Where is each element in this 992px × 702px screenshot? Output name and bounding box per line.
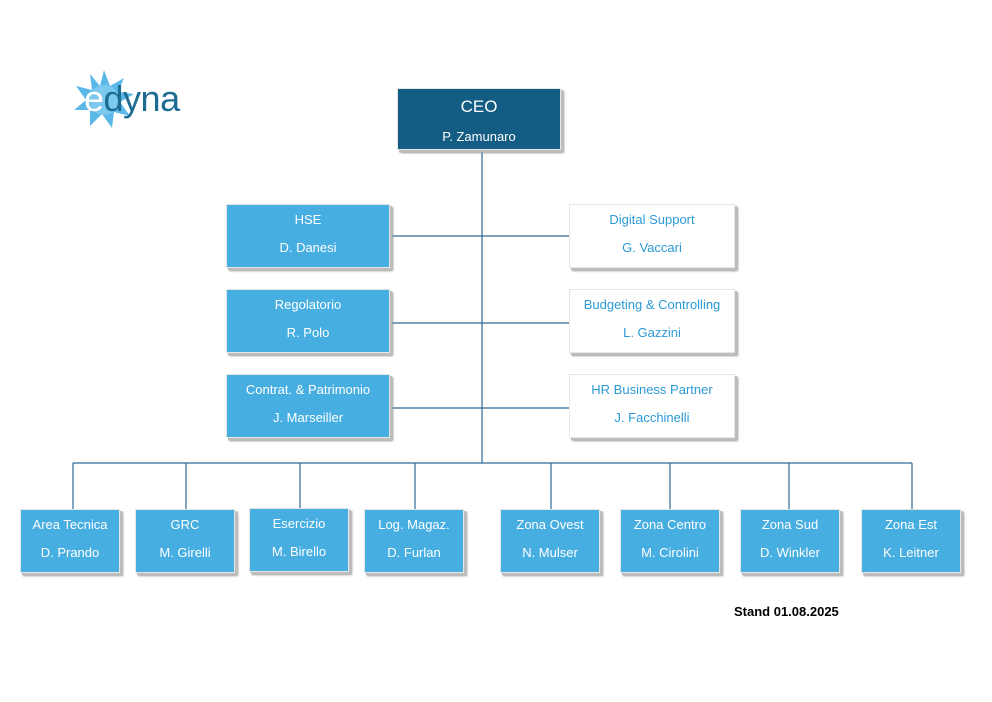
staff-name: L. Gazzini: [623, 325, 681, 340]
staff-title: Contrat. & Patrimonio: [245, 382, 371, 397]
ceo-title: CEO: [460, 97, 498, 116]
dept-box-esercizio: Esercizio M. Birello: [249, 508, 349, 572]
logo-wordmark: dyna: [103, 78, 181, 119]
logo-letter-e: e: [84, 78, 104, 119]
staff-title: Budgeting & Controlling: [583, 297, 721, 312]
staff-box-budgeting-controlling: Budgeting & Controlling L. Gazzini: [569, 289, 735, 353]
dept-title: Zona Sud: [761, 517, 819, 532]
staff-box-digital-support: Digital Support G. Vaccari: [569, 204, 735, 268]
dept-name: K. Leitner: [883, 545, 939, 560]
dept-title: Area Tecnica: [32, 517, 108, 532]
staff-title: Digital Support: [609, 212, 695, 227]
dept-title: Zona Est: [884, 517, 938, 532]
staff-box-hse: HSE D. Danesi: [226, 204, 390, 268]
edyna-logo-star-icon: [74, 70, 134, 128]
staff-name: G. Vaccari: [622, 240, 682, 255]
dept-name: M. Birello: [271, 544, 327, 559]
dept-title: Zona Centro: [633, 517, 707, 532]
dept-name: M. Girelli: [159, 545, 211, 560]
ceo-name: P. Zamunaro: [442, 129, 516, 144]
dept-box-zona-centro: Zona Centro M. Cirolini: [620, 509, 720, 573]
dept-name: N. Mulser: [522, 545, 578, 560]
staff-box-regolatorio: Regolatorio R. Polo: [226, 289, 390, 353]
staff-title: HR Business Partner: [591, 382, 713, 397]
dept-box-area-tecnica: Area Tecnica D. Prando: [20, 509, 120, 573]
dept-box-zona-sud: Zona Sud D. Winkler: [740, 509, 840, 573]
dept-title: GRC: [170, 517, 200, 532]
dept-box-zona-ovest: Zona Ovest N. Mulser: [500, 509, 600, 573]
staff-box-hr-business-partner: HR Business Partner J. Facchinelli: [569, 374, 735, 438]
edyna-logo: edyna: [84, 78, 180, 120]
staff-name: D. Danesi: [279, 240, 337, 255]
dept-name: M. Cirolini: [641, 545, 699, 560]
stand-date-label: Stand 01.08.2025: [734, 604, 839, 619]
dept-box-grc: GRC M. Girelli: [135, 509, 235, 573]
staff-name: J. Facchinelli: [614, 410, 690, 425]
dept-title: Zona Ovest: [516, 517, 584, 532]
dept-title: Log. Magaz.: [378, 517, 450, 532]
staff-name: J. Marseiller: [272, 410, 344, 425]
dept-name: D. Prando: [40, 545, 100, 560]
staff-title: Regolatorio: [274, 297, 342, 312]
staff-name: R. Polo: [286, 325, 330, 340]
dept-box-log-magaz: Log. Magaz. D. Furlan: [364, 509, 464, 573]
staff-title: HSE: [294, 212, 322, 227]
dept-title: Esercizio: [272, 516, 326, 531]
dept-name: D. Winkler: [760, 545, 820, 560]
staff-box-contrat-patrimonio: Contrat. & Patrimonio J. Marseiller: [226, 374, 390, 438]
dept-box-zona-est: Zona Est K. Leitner: [861, 509, 961, 573]
ceo-box: CEO P. Zamunaro: [397, 88, 561, 150]
dept-name: D. Furlan: [387, 545, 441, 560]
